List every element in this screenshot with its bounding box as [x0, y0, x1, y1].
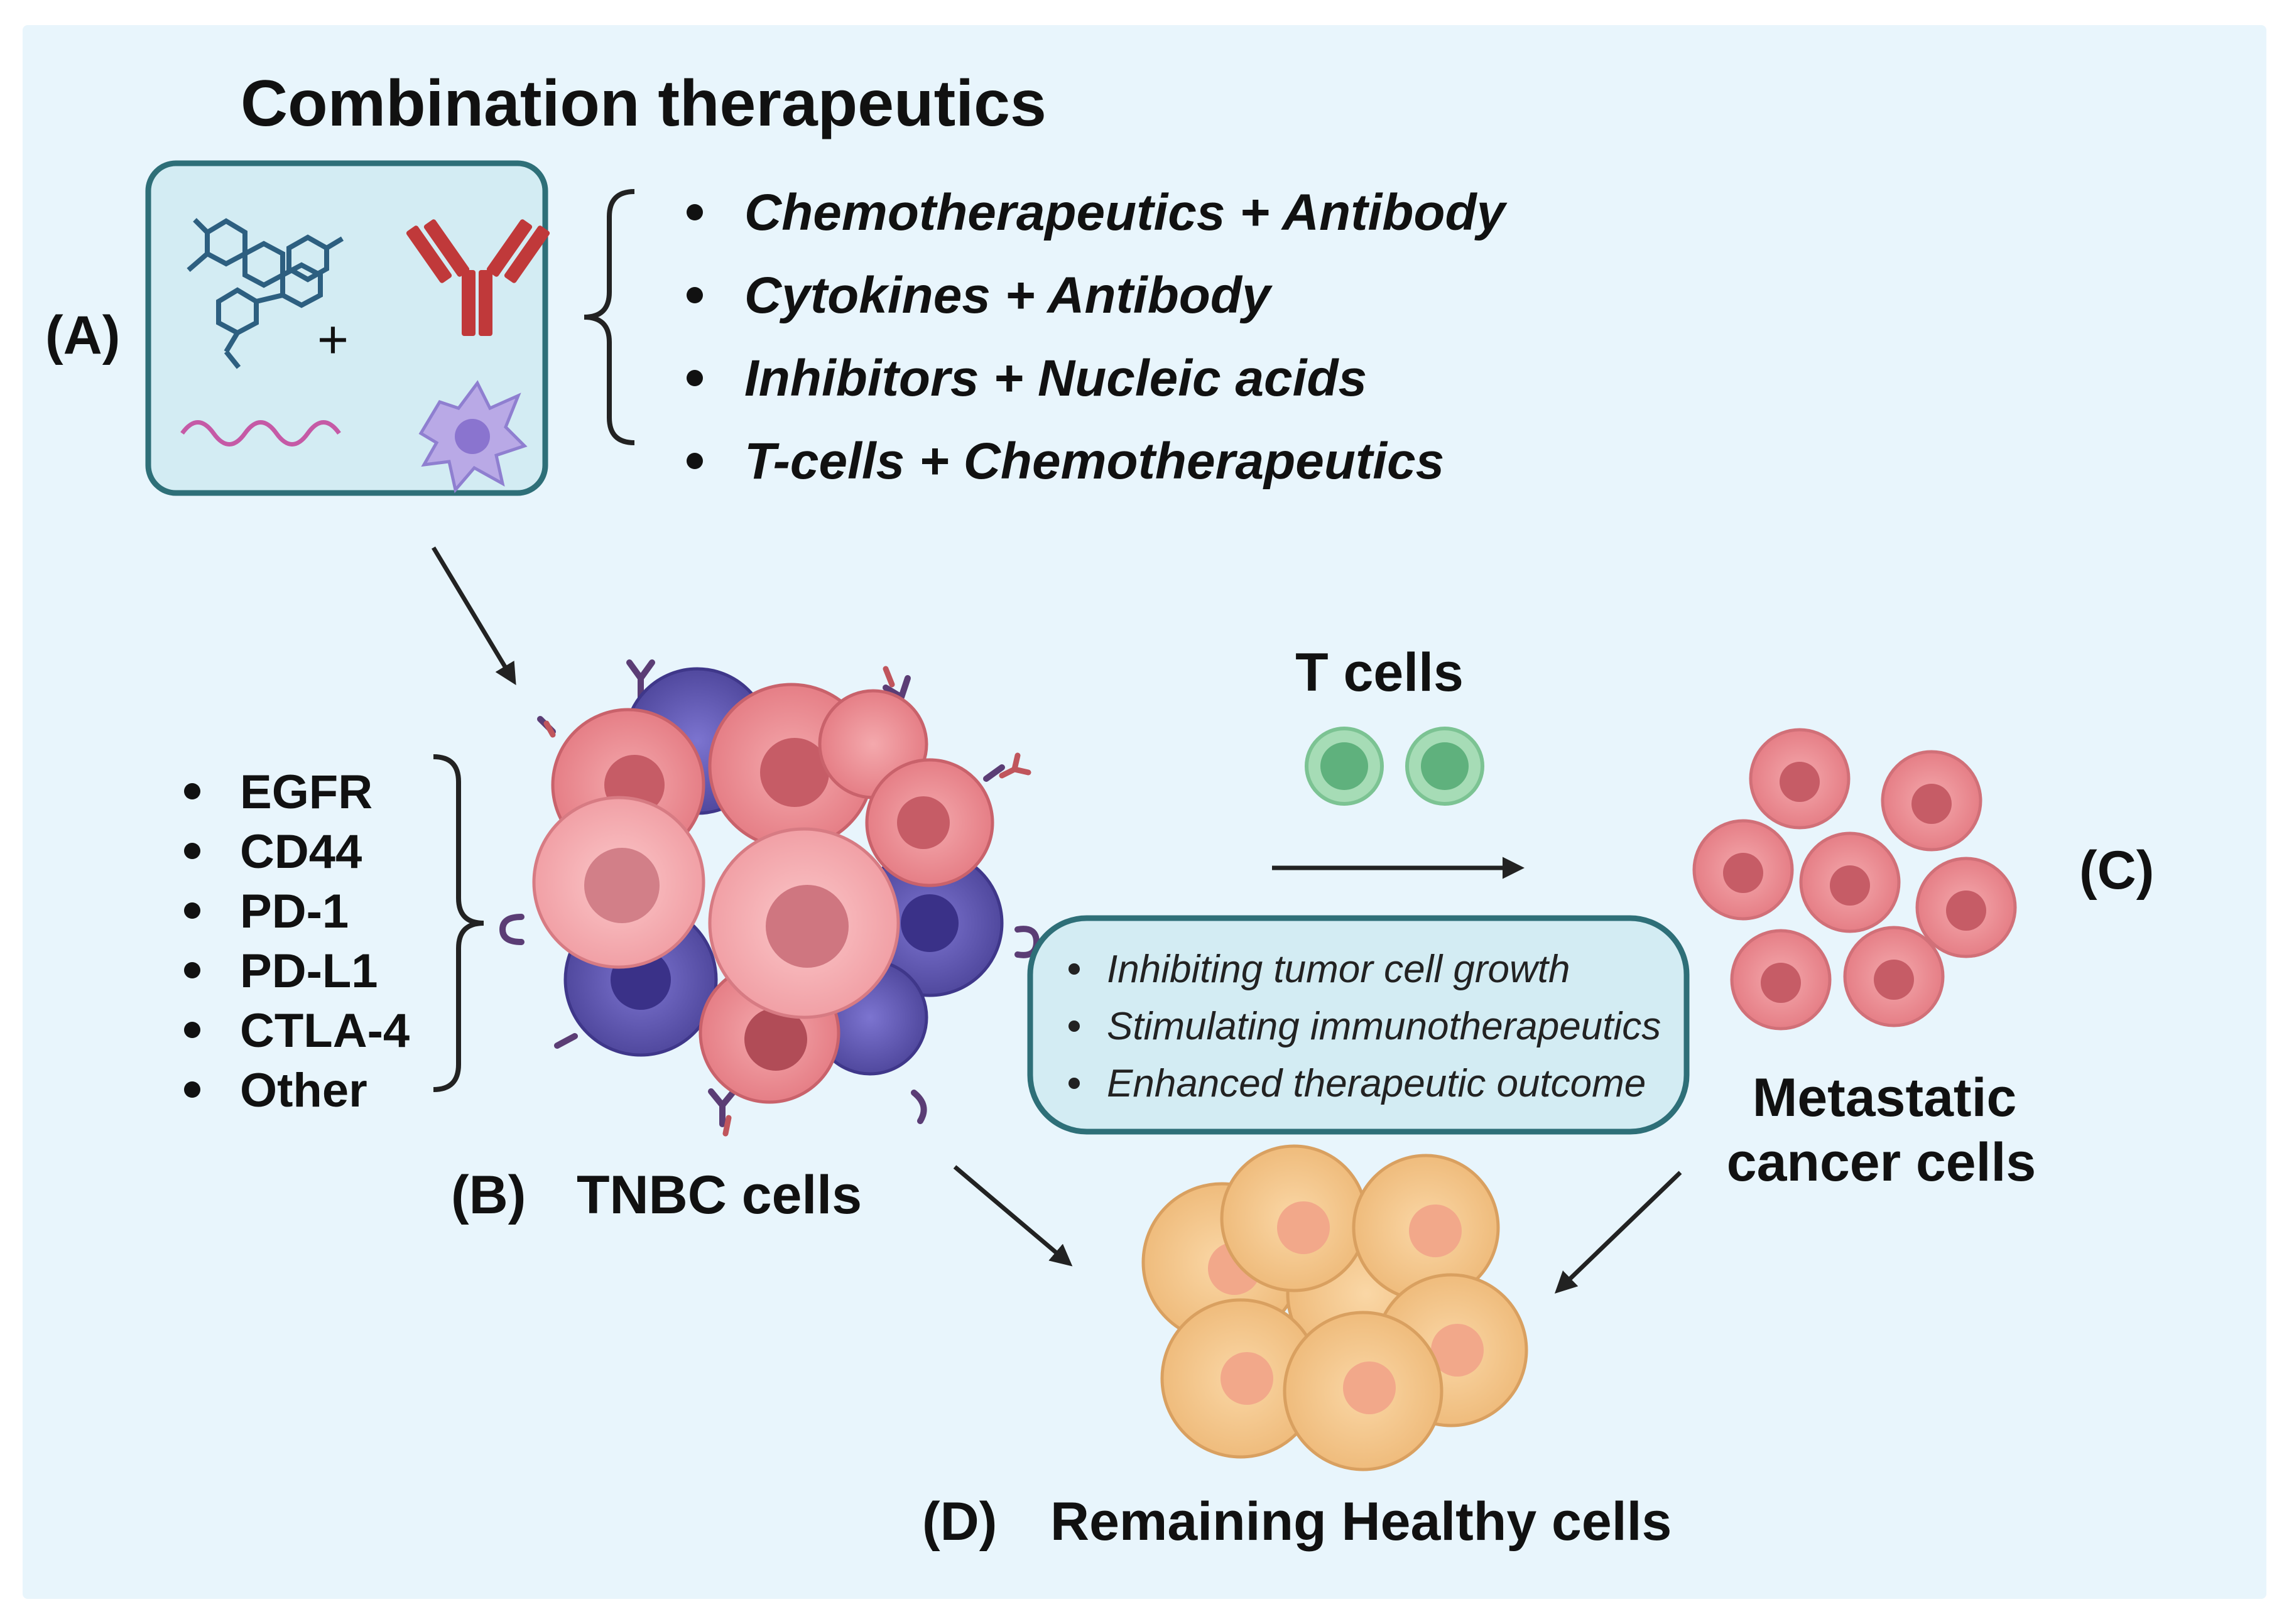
- target-item: CTLA-4: [240, 1004, 410, 1058]
- healthy-cell-nucleus: [1409, 1204, 1462, 1257]
- receptor-icon: [543, 666, 1031, 1137]
- panel-b-label: (B): [451, 1165, 526, 1225]
- cancer-cell-nucleus: [584, 848, 660, 923]
- combination-item: T-cells + Chemotherapeutics: [744, 433, 1444, 490]
- cancer-cell-nucleus: [766, 885, 849, 968]
- nucleic-acid-icon: [180, 420, 341, 447]
- healthy-cell-nucleus: [1343, 1361, 1396, 1414]
- figure-background: [23, 25, 2266, 1599]
- bullet-icon: [1068, 963, 1080, 975]
- immune-cell-icon: [418, 380, 528, 494]
- combination-item: Inhibitors + Nucleic acids: [744, 350, 1367, 407]
- panel-d-label: (D): [922, 1491, 997, 1552]
- bullet-icon: [184, 783, 200, 799]
- healthy-cell-nucleus: [1221, 1352, 1273, 1405]
- metastatic-cell-nucleus: [1830, 865, 1870, 906]
- tcell-nucleus: [1320, 742, 1368, 790]
- metastatic-cells: [1692, 728, 2017, 1031]
- figure-title: Combination therapeutics: [241, 67, 1047, 140]
- combination-item: Cytokines + Antibody: [744, 267, 1273, 324]
- healthy-cell-nucleus: [1431, 1324, 1484, 1377]
- plus-sign: +: [317, 310, 349, 370]
- target-item: EGFR: [240, 766, 372, 819]
- bullet-icon: [1068, 1020, 1080, 1032]
- small-molecule-icon: [187, 218, 344, 369]
- bullet-icon: [184, 1022, 200, 1038]
- combination-item: Chemotherapeutics + Antibody: [744, 184, 1508, 241]
- bullet-icon: [687, 453, 703, 469]
- arrow-b-to-d: [953, 1165, 1073, 1267]
- targets-brace: [433, 754, 484, 1092]
- panel-c-label: (C): [2079, 840, 2154, 901]
- tcells-label: T cells: [1295, 642, 1464, 703]
- target-item: Other: [240, 1064, 367, 1117]
- cancer-cell-nucleus: [744, 1008, 807, 1071]
- arrow-a-to-b: [432, 546, 516, 685]
- metastatic-cell-nucleus: [1911, 784, 1952, 824]
- metastatic-cell-nucleus: [1874, 960, 1914, 1000]
- benefits-box: Inhibiting tumor cell growth Stimulating…: [1027, 915, 1690, 1135]
- benefit-item: Enhanced therapeutic outcome: [1107, 1062, 1646, 1105]
- bullet-icon: [184, 1081, 200, 1098]
- metastatic-label: cancer cells: [1727, 1132, 2036, 1193]
- bullet-icon: [184, 902, 200, 919]
- panel-a-box: +: [145, 160, 550, 496]
- metastatic-cell-nucleus: [1946, 890, 1986, 931]
- bullet-icon: [184, 962, 200, 978]
- arrow-c-to-d: [1554, 1171, 1682, 1294]
- tnbc-tumor-cluster: [499, 659, 1040, 1137]
- healthy-cell-nucleus: [1277, 1201, 1330, 1254]
- target-item: PD-L1: [240, 945, 378, 998]
- benefit-item: Stimulating immunotherapeutics: [1107, 1005, 1661, 1048]
- combination-list: Chemotherapeutics + Antibody Cytokines +…: [687, 184, 1508, 490]
- antibody-icon: [406, 219, 550, 336]
- healthy-label: Remaining Healthy cells: [1050, 1491, 1672, 1552]
- bullet-icon: [1068, 1078, 1080, 1089]
- healthy-cells: [1141, 1144, 1528, 1471]
- metastatic-cell-nucleus: [1780, 762, 1820, 802]
- cancer-cell-nucleus: [901, 894, 959, 952]
- metastatic-cell-nucleus: [1761, 963, 1801, 1003]
- tnbc-label: TNBC cells: [577, 1165, 862, 1225]
- tcell-group: [1305, 727, 1484, 806]
- metastatic-cell-nucleus: [1723, 853, 1763, 893]
- bullet-icon: [687, 287, 703, 303]
- bullet-icon: [687, 370, 703, 386]
- benefit-item: Inhibiting tumor cell growth: [1107, 948, 1570, 991]
- panel-a-label: (A): [45, 305, 120, 365]
- metastatic-label: Metastatic: [1753, 1068, 2017, 1128]
- target-list: EGFR CD44 PD-1 PD-L1 CTLA-4 Other: [184, 766, 410, 1117]
- bullet-icon: [687, 204, 703, 220]
- combinations-brace: [584, 189, 635, 445]
- cancer-cell-nucleus: [760, 738, 829, 807]
- target-item: CD44: [240, 825, 362, 879]
- bullet-icon: [184, 843, 200, 859]
- target-item: PD-1: [240, 885, 349, 938]
- tcell-nucleus: [1421, 742, 1469, 790]
- cancer-cell-nucleus: [897, 796, 950, 849]
